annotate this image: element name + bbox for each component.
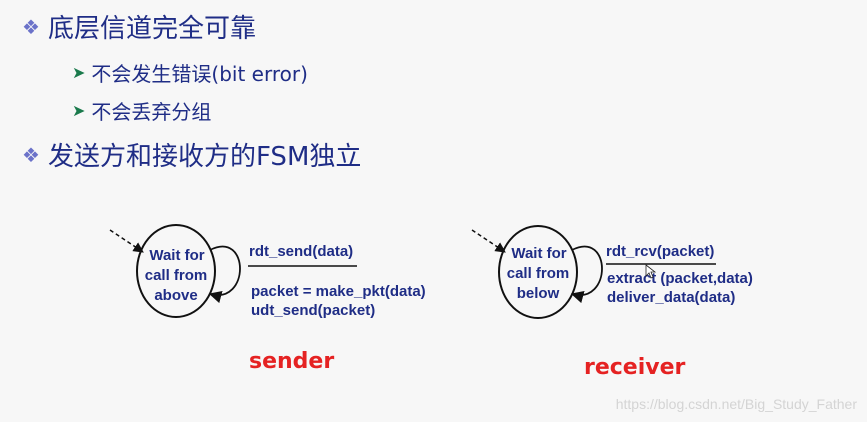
sender-state-line: Wait for (149, 247, 204, 264)
bullet-text: 发送方和接收方的FSM独立 (47, 142, 362, 172)
receiver-action-label: deliver_data(data) (607, 289, 735, 306)
bullet-reliable-channel: ❖ 底层信道完全可靠 (22, 8, 256, 45)
sub-bullet-text: 不会发生错误(bit error) (91, 62, 308, 86)
diamond-bullet-icon: ❖ (22, 142, 40, 167)
sender-event-label: rdt_send(data) (249, 243, 353, 260)
sender-label: sender (249, 349, 334, 374)
sender-fsm: Wait for call from above rdt_send(data) … (109, 224, 426, 374)
sender-self-loop (208, 245, 241, 304)
arrow-bullet-icon: ➤ (72, 62, 86, 82)
receiver-self-loop (570, 245, 603, 304)
receiver-state-line: Wait for (511, 245, 566, 262)
receiver-fsm: Wait for call from below rdt_rcv(packet)… (471, 225, 753, 380)
receiver-state-line: below (517, 285, 560, 302)
receiver-action-label: extract (packet,data) (607, 270, 753, 287)
receiver-state-line: call from (507, 265, 570, 282)
bullet-text: 底层信道完全可靠 (47, 14, 256, 44)
sub-bullet-text: 不会丢弃分组 (91, 100, 212, 124)
bullet-independent-fsm: ❖ 发送方和接收方的FSM独立 (22, 136, 361, 173)
receiver-state-circle (498, 225, 578, 319)
sender-state-line: call from (145, 267, 208, 284)
sender-initial-arrow (109, 229, 144, 253)
mouse-cursor-icon (645, 264, 657, 279)
sender-state-circle (136, 224, 216, 318)
sub-bullet-no-loss: ➤ 不会丢弃分组 (72, 96, 211, 125)
receiver-event-label: rdt_rcv(packet) (606, 243, 714, 260)
receiver-label: receiver (584, 355, 686, 380)
sender-action-label: udt_send(packet) (251, 302, 375, 319)
diamond-bullet-icon: ❖ (22, 14, 40, 39)
sub-bullet-no-bit-error: ➤ 不会发生错误(bit error) (72, 58, 308, 87)
receiver-initial-arrow (471, 229, 506, 253)
watermark: https://blog.csdn.net/Big_Study_Father (615, 396, 857, 412)
sender-state-line: above (154, 287, 197, 304)
sender-action-label: packet = make_pkt(data) (251, 283, 426, 300)
arrow-bullet-icon: ➤ (72, 100, 86, 120)
